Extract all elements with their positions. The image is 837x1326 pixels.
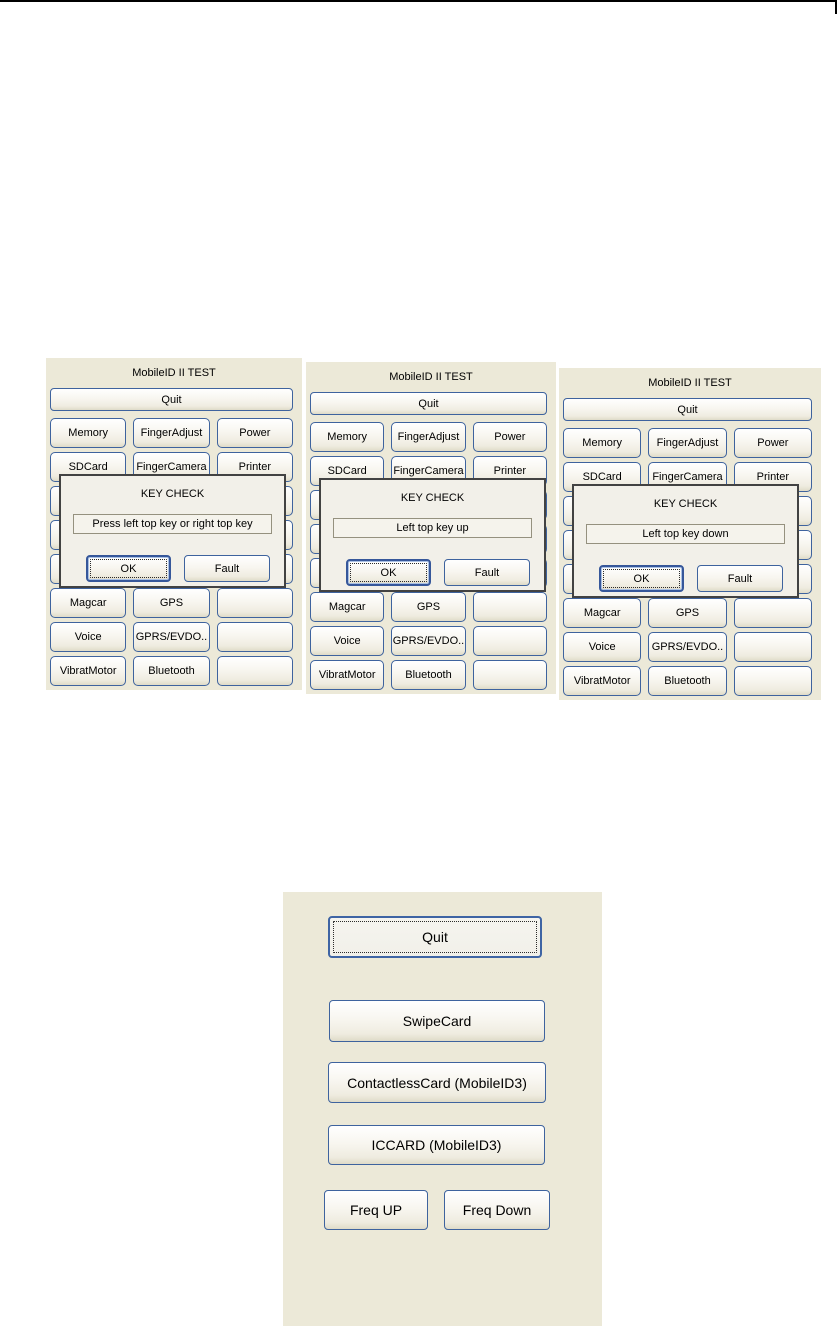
test-button-voice[interactable]: Voice	[310, 626, 385, 656]
test-button-magcar[interactable]: Magcar	[563, 598, 642, 628]
test-button-voice[interactable]: Voice	[50, 622, 127, 652]
app-title: MobileID II TEST	[648, 377, 732, 389]
test-button-sdcard[interactable]: SDCard	[310, 456, 385, 486]
ok-button[interactable]: OK	[86, 555, 171, 582]
test-button-power[interactable]: Power	[472, 422, 547, 452]
blank-button[interactable]	[733, 632, 812, 662]
test-button-bluetooth[interactable]: Bluetooth	[648, 666, 727, 696]
contactlesscard-button[interactable]: ContactlessCard (MobileID3)	[328, 1062, 546, 1103]
test-button-vibratmotor[interactable]: VibratMotor	[310, 660, 385, 690]
key-check-dialog: KEY CHECK Left top key down OK Fault	[572, 484, 799, 598]
fault-label: Fault	[474, 566, 500, 579]
fault-button[interactable]: Fault	[184, 555, 270, 582]
ok-button[interactable]: OK	[346, 559, 431, 586]
quit-label: Quit	[677, 403, 698, 416]
quit-button[interactable]: Quit	[310, 392, 547, 415]
test-button-memory[interactable]: Memory	[310, 422, 385, 452]
blank-button[interactable]	[216, 622, 293, 652]
test-button-vibratmotor[interactable]: VibratMotor	[563, 666, 642, 696]
blank-button[interactable]	[733, 598, 812, 628]
test-button-gprs-evdo[interactable]: GPRS/EVDO..	[648, 632, 727, 662]
fault-button[interactable]: Fault	[444, 559, 530, 586]
dialog-message: Press left top key or right top key	[73, 514, 272, 534]
test-button-power[interactable]: Power	[733, 428, 812, 458]
test-button-voice[interactable]: Voice	[563, 632, 642, 662]
blank-button[interactable]	[216, 588, 293, 618]
test-button-fingeradjust[interactable]: FingerAdjust	[648, 428, 727, 458]
test-button-gprs-evdo[interactable]: GPRS/EVDO..	[391, 626, 466, 656]
test-button-gprs-evdo[interactable]: GPRS/EVDO..	[133, 622, 210, 652]
test-button-memory[interactable]: Memory	[50, 418, 127, 448]
iccard-button[interactable]: ICCARD (MobileID3)	[328, 1125, 545, 1165]
app-title: MobileID II TEST	[132, 367, 216, 379]
test-button-bluetooth[interactable]: Bluetooth	[391, 660, 466, 690]
test-button-gps[interactable]: GPS	[133, 588, 210, 618]
dialog-message: Left top key up	[333, 518, 532, 538]
blank-button[interactable]	[472, 592, 547, 622]
page-top-border	[0, 0, 837, 2]
quit-label: Quit	[161, 393, 182, 406]
test-button-magcar[interactable]: Magcar	[310, 592, 385, 622]
test-button-power[interactable]: Power	[216, 418, 293, 448]
freq-down-button[interactable]: Freq Down	[444, 1190, 550, 1230]
test-button-memory[interactable]: Memory	[563, 428, 642, 458]
dialog-message: Left top key down	[586, 524, 785, 544]
swipecard-button[interactable]: SwipeCard	[329, 1000, 545, 1042]
quit-label: Quit	[422, 929, 448, 945]
ok-label: OK	[120, 562, 137, 575]
freq-up-button[interactable]: Freq UP	[324, 1190, 428, 1230]
quit-button[interactable]: Quit	[328, 916, 542, 958]
quit-label: Quit	[418, 397, 439, 410]
card-test-screen: Quit SwipeCard ContactlessCard (MobileID…	[283, 892, 602, 1326]
quit-button[interactable]: Quit	[563, 398, 812, 421]
blank-button[interactable]	[216, 656, 293, 686]
key-check-dialog: KEY CHECK Left top key up OK Fault	[319, 478, 546, 592]
fault-button[interactable]: Fault	[697, 565, 783, 592]
fault-label: Fault	[727, 572, 753, 585]
dialog-title: KEY CHECK	[140, 488, 205, 500]
test-button-vibratmotor[interactable]: VibratMotor	[50, 656, 127, 686]
test-button-bluetooth[interactable]: Bluetooth	[133, 656, 210, 686]
test-button-fingeradjust[interactable]: FingerAdjust	[133, 418, 210, 448]
fault-label: Fault	[214, 562, 240, 575]
test-button-fingeradjust[interactable]: FingerAdjust	[391, 422, 466, 452]
blank-button[interactable]	[472, 660, 547, 690]
test-button-magcar[interactable]: Magcar	[50, 588, 127, 618]
ok-button[interactable]: OK	[599, 565, 684, 592]
ok-label: OK	[633, 572, 650, 585]
test-button-gps[interactable]: GPS	[648, 598, 727, 628]
dialog-title: KEY CHECK	[653, 498, 718, 510]
ok-label: OK	[380, 566, 397, 579]
quit-button[interactable]: Quit	[50, 388, 293, 411]
key-check-dialog: KEY CHECK Press left top key or right to…	[59, 474, 286, 588]
page-top-border-corner	[835, 0, 837, 14]
dialog-title: KEY CHECK	[400, 492, 465, 504]
blank-button[interactable]	[472, 626, 547, 656]
blank-button[interactable]	[733, 666, 812, 696]
app-title: MobileID II TEST	[389, 371, 473, 383]
test-button-gps[interactable]: GPS	[391, 592, 466, 622]
